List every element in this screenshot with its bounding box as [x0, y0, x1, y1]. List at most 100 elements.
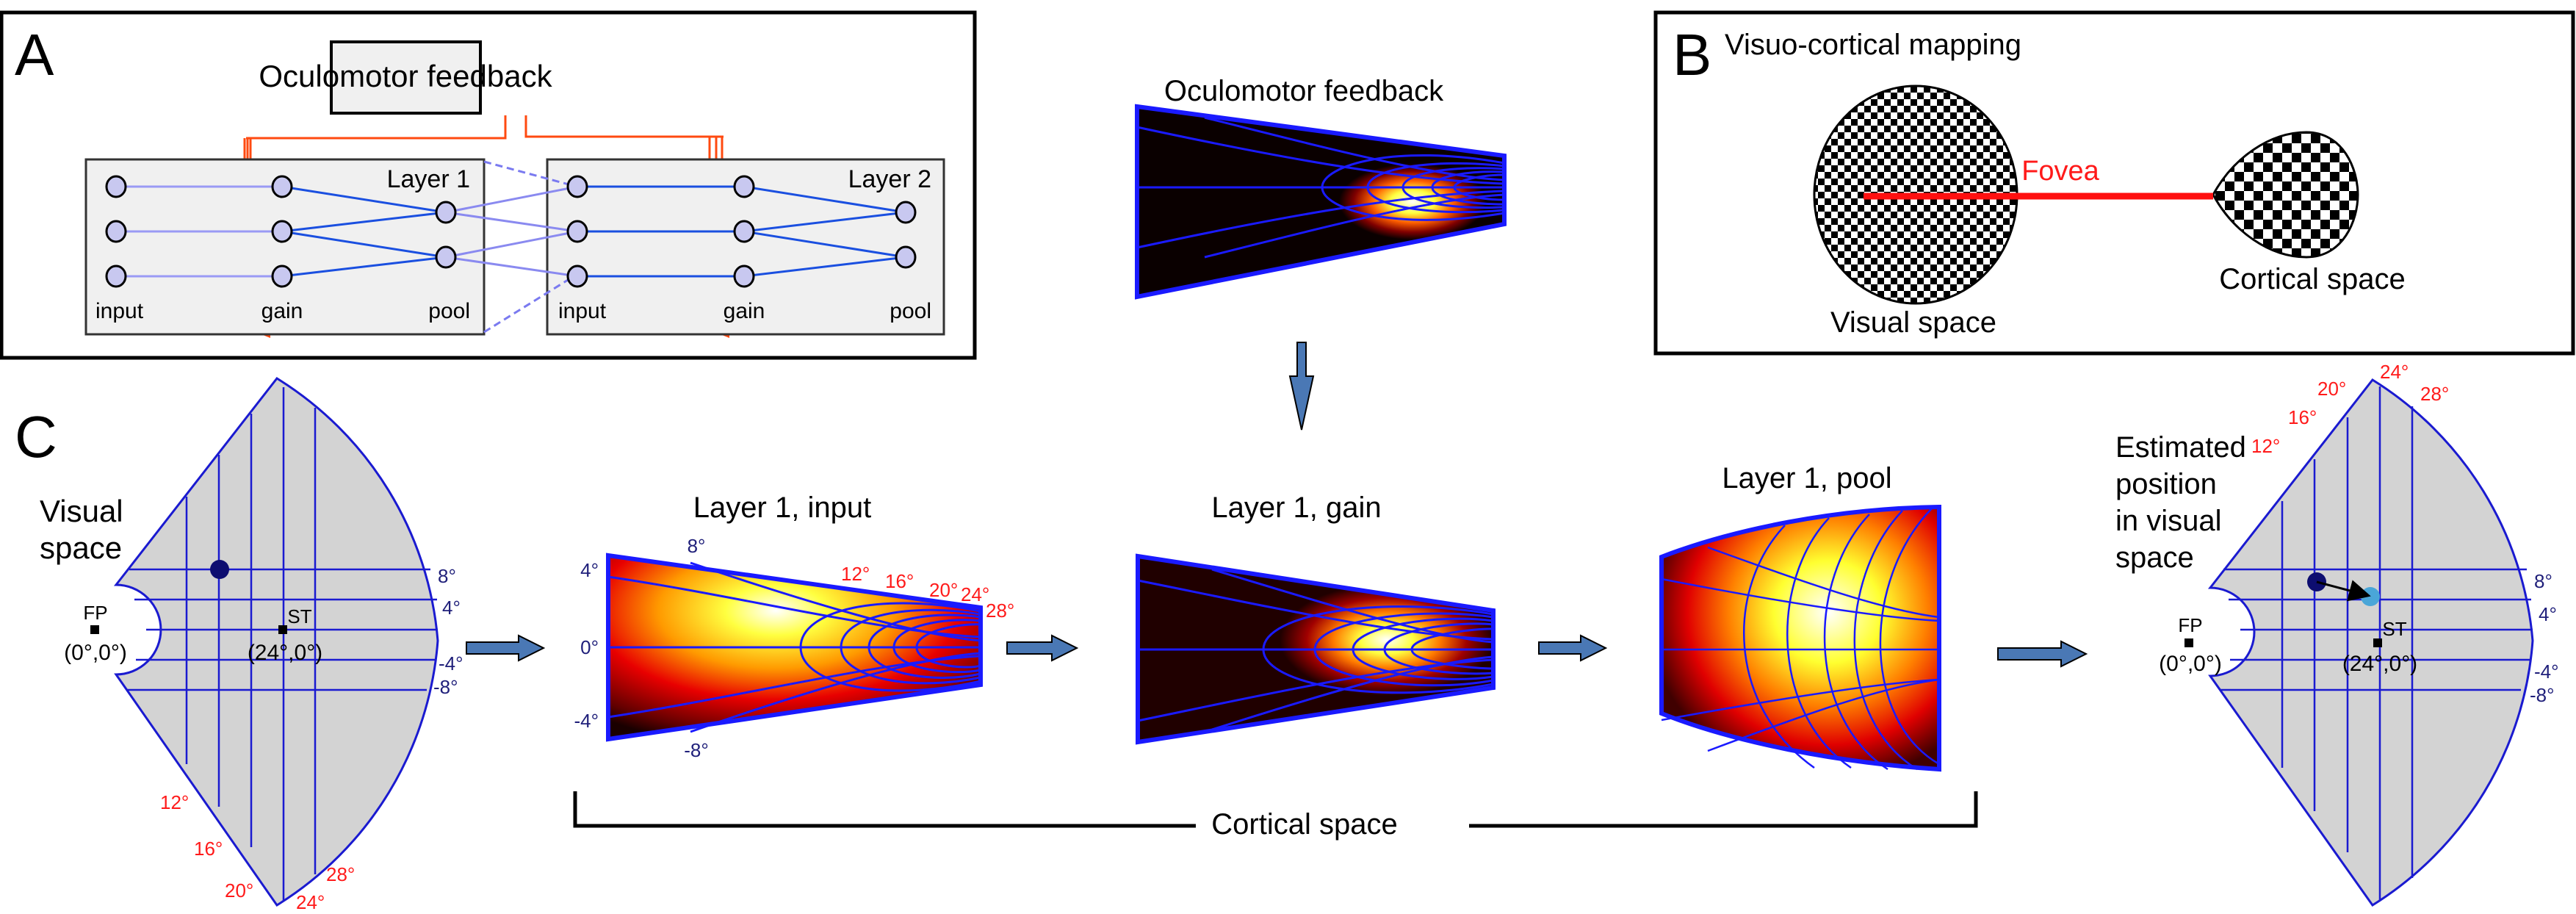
tick-label: 20° [929, 579, 958, 601]
panel-c: C Visual space FP (0°,0°) ST [15, 361, 2559, 913]
tick-label: 24° [2380, 361, 2409, 383]
tick-label: 4° [442, 597, 461, 619]
right-arrow-icon [1006, 634, 1079, 662]
network-nodes [105, 175, 917, 288]
estimated-title: Estimated position in visual space [2115, 431, 2246, 574]
node [895, 201, 917, 224]
tick-label: -4° [2534, 661, 2559, 683]
tick-label: -4° [574, 710, 599, 732]
layer-input-ticks: 4° 0° -4° 8° -8° 12° 16° 20° 24° 28° [574, 535, 1014, 761]
st-coord: (24°,0°) [248, 641, 322, 665]
cortical-space-bracket [573, 791, 1978, 828]
layer2-col-input: input [558, 299, 607, 323]
estimated-eccentricity-ticks: 12° 16° 20° 24° 28° [2251, 361, 2449, 457]
st-label: ST [287, 605, 311, 627]
st-marker [278, 625, 287, 634]
layer1-col-input: input [95, 299, 144, 323]
node [105, 175, 127, 198]
node [566, 220, 588, 243]
tick-label: 12° [2251, 435, 2280, 457]
visual-space-sector [90, 377, 439, 907]
right-arrow-icon [1538, 634, 1608, 662]
fovea-label: Fovea [2021, 156, 2099, 187]
target-dot [210, 560, 229, 579]
panel-b-title: Visuo-cortical mapping [1725, 29, 2021, 61]
layer-gain-title: Layer 1, gain [1211, 492, 1381, 524]
fp-coord: (0°,0°) [64, 641, 127, 665]
tick-label: -8° [684, 739, 709, 761]
st-label: ST [2382, 618, 2406, 640]
panel-c-letter: C [15, 404, 57, 469]
visual-space-label: Visual space [1830, 306, 1996, 339]
visual-space-title-2: space [40, 530, 122, 565]
panel-b: B Visuo-cortical mapping Fovea Visual sp… [1653, 10, 2575, 356]
tick-label: 20° [225, 879, 253, 902]
tick-label: 8° [438, 565, 456, 587]
layer1-col-gain: gain [261, 299, 303, 323]
node [435, 245, 457, 269]
feedback-box [330, 40, 482, 115]
visual-space-eccentricity-ticks: 12° 16° 20° 24° 28° [160, 791, 355, 913]
layer-pool-title: Layer 1, pool [1722, 462, 1891, 494]
layer2-col-gain: gain [724, 299, 765, 323]
tick-label: 12° [841, 563, 870, 585]
node [733, 175, 755, 198]
panel-b-letter: B [1673, 22, 1711, 87]
node [105, 265, 127, 288]
estimated-visual-space-sector [2184, 378, 2534, 907]
layer2-box [546, 158, 945, 336]
visual-space-elevation-ticks: 8° 4° -4° -8° [433, 565, 463, 698]
tick-label: 24° [296, 891, 325, 913]
layer1-title: Layer 1 [387, 165, 470, 193]
node [105, 220, 127, 243]
node [733, 220, 755, 243]
feedback-box-label: Oculomotor feedback [259, 59, 552, 93]
tick-label: 4° [2539, 603, 2557, 625]
feedback-heatmap [1135, 104, 1507, 300]
tick-label: 28° [2420, 383, 2449, 405]
cortical-space-checkerboard [2212, 131, 2359, 259]
layer2-connections [577, 185, 906, 278]
layer2-title: Layer 2 [848, 165, 931, 193]
layer-gain-grid [1137, 568, 1494, 731]
fp-marker [2184, 638, 2193, 647]
st-coord: (24°,0°) [2342, 652, 2417, 676]
feedback-grid [1136, 116, 1505, 259]
layer-pool-heatmap [1659, 504, 1941, 772]
tick-label: 20° [2317, 378, 2346, 400]
tick-label: 4° [580, 559, 599, 581]
estimated-title-line: in visual [2115, 505, 2222, 537]
estimated-title-line: position [2115, 468, 2217, 500]
oculomotor-feedback-map: Oculomotor feedback [1135, 75, 1507, 431]
layer-input-title: Layer 1, input [693, 492, 871, 524]
tick-label: 16° [194, 838, 223, 860]
cortical-space-label: Cortical space [2219, 263, 2405, 295]
layer1-connections [116, 185, 578, 278]
panel-a-letter: A [15, 22, 54, 87]
down-arrow-icon [1288, 342, 1315, 431]
visual-space-title-1: Visual [40, 494, 123, 528]
node [271, 220, 293, 243]
estimated-elevation-ticks: 8° 4° -4° -8° [2530, 570, 2559, 706]
node [435, 201, 457, 224]
layer-pool-grid [1661, 508, 1940, 771]
shift-arrow [2316, 580, 2371, 602]
fp-coord: (0°,0°) [2159, 652, 2222, 676]
node [566, 265, 588, 288]
estimate-dot [2361, 587, 2380, 606]
node [271, 175, 293, 198]
estimated-title-line: space [2115, 541, 2194, 574]
layer-link-top [483, 160, 572, 187]
tick-label: -8° [433, 676, 458, 698]
fp-marker [90, 625, 99, 634]
tick-label: 16° [885, 570, 914, 592]
tick-label: 8° [688, 535, 706, 557]
fp-label: FP [83, 602, 107, 624]
node [895, 245, 917, 269]
oculomotor-map-title: Oculomotor feedback [1164, 75, 1444, 107]
tick-label: 28° [986, 600, 1014, 622]
right-arrow-icon [466, 634, 546, 662]
tick-label: -4° [439, 652, 463, 674]
node [566, 175, 588, 198]
layer-link-bottom [483, 276, 572, 334]
